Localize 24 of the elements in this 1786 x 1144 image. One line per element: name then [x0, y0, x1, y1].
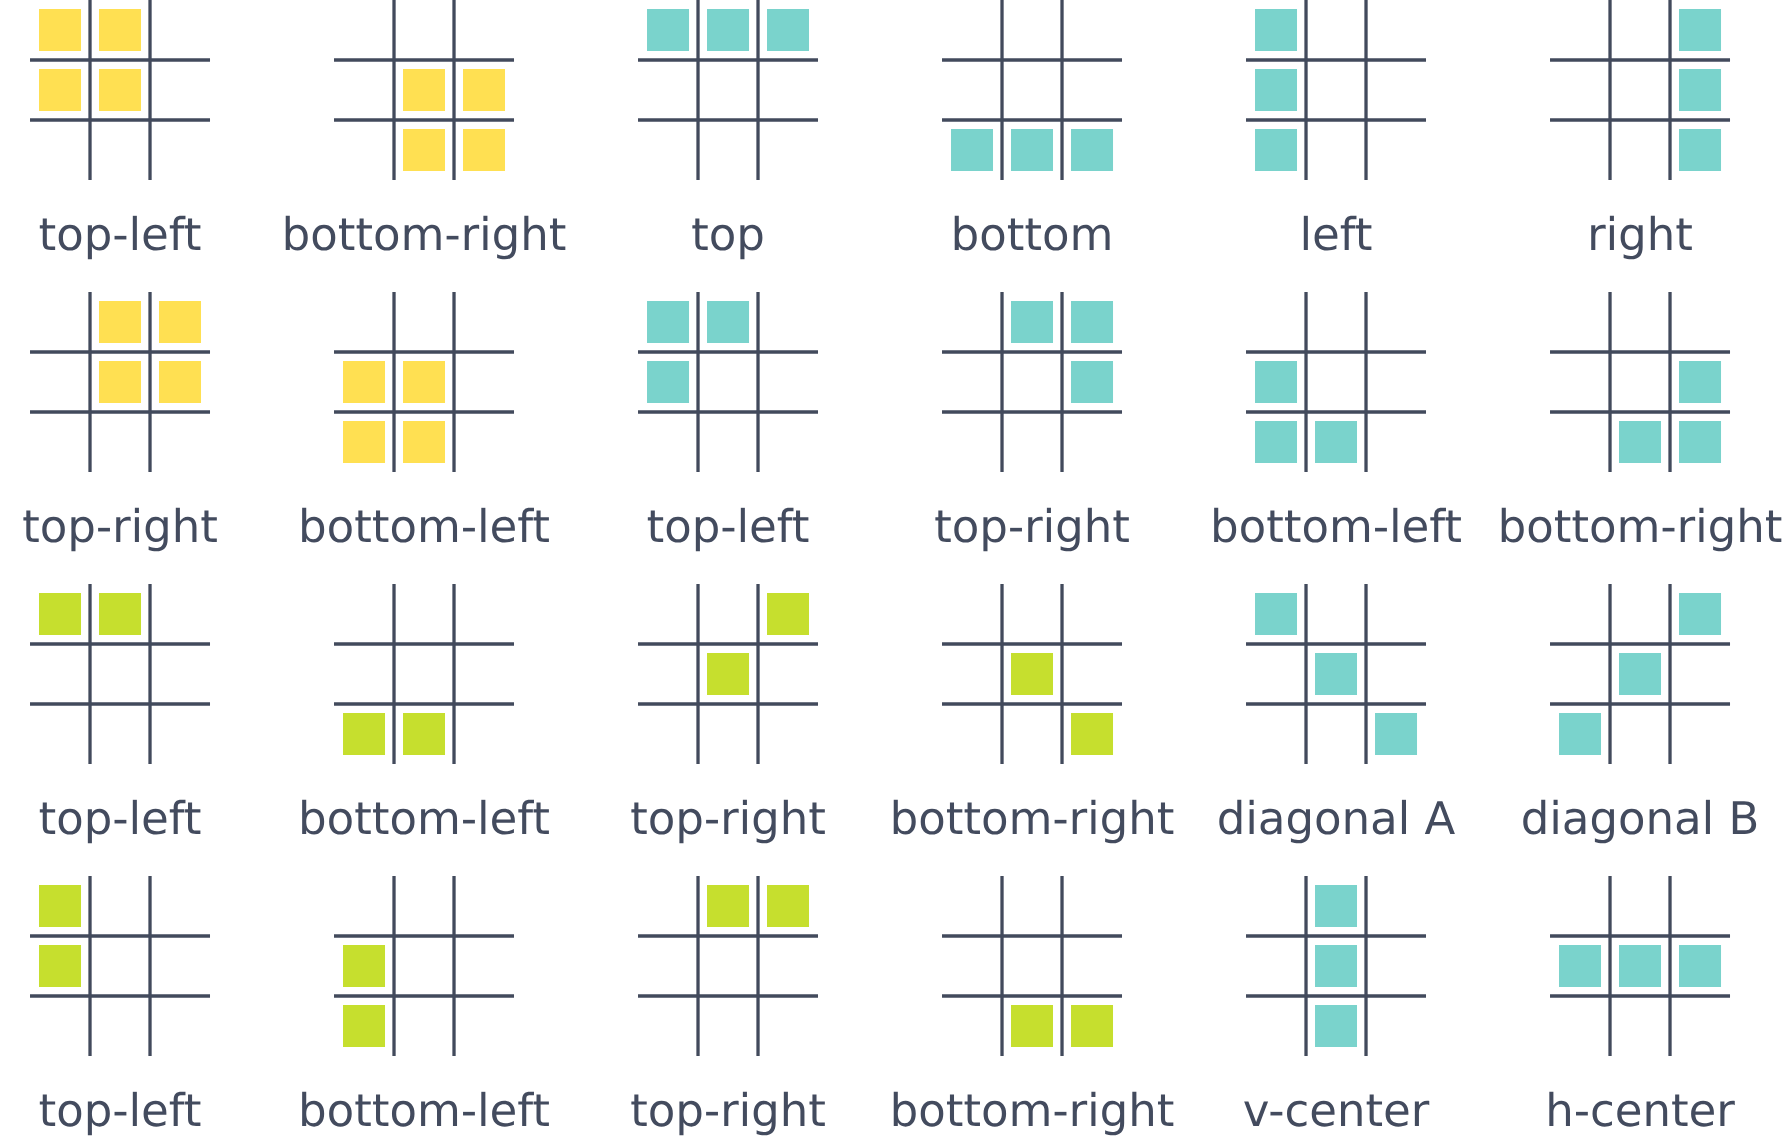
grid-label: diagonal B: [1523, 799, 1757, 844]
grid-label: bottom-left: [302, 507, 549, 543]
grid-label: left: [1303, 215, 1372, 251]
grid-label: bottom-right: [1501, 507, 1782, 552]
grid-label: bottom-right: [893, 799, 1174, 844]
grid-label: top: [692, 218, 763, 260]
grid-label: h-center: [1549, 1091, 1735, 1127]
grid-label: right: [1591, 215, 1692, 260]
grid-label: top-right: [23, 507, 217, 552]
grid-label: top-right: [631, 799, 825, 844]
grid-label: bottom-left: [302, 799, 549, 835]
grid-label: bottom: [954, 215, 1110, 251]
grid-label: v-center: [1244, 1094, 1430, 1127]
grid-label: top-right: [935, 507, 1129, 552]
grid-label: top-left: [39, 215, 201, 260]
grid-label: top-right: [631, 1091, 825, 1136]
grid-label: top-left: [647, 507, 809, 552]
grid-label: bottom-right: [285, 215, 566, 260]
grid-label: bottom-right: [893, 1091, 1174, 1136]
grid-label: bottom-left: [302, 1091, 549, 1127]
grid-label: top-left: [39, 1091, 201, 1136]
grid-label: top-left: [39, 799, 201, 844]
grid-label: bottom-left: [1214, 507, 1461, 543]
grid-label: diagonal A: [1219, 799, 1455, 844]
